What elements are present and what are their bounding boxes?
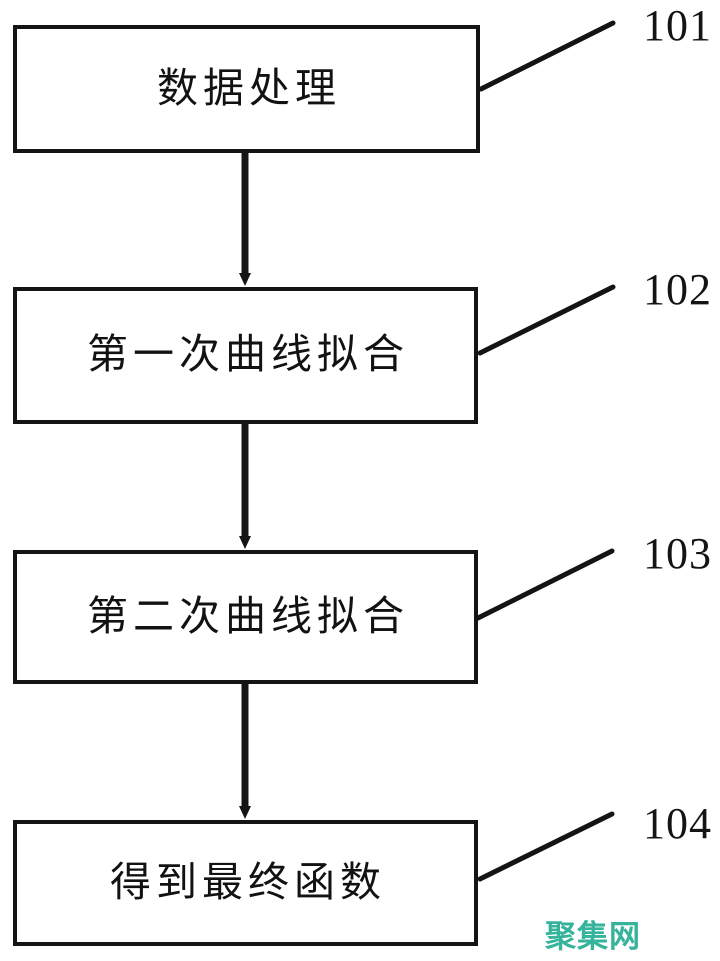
leader-line-103 [475, 548, 615, 621]
reference-numeral-104: 104 [643, 799, 712, 848]
leader-line-102 [477, 284, 616, 356]
reference-numeral-102: 102 [643, 265, 712, 314]
reference-numeral-101: 101 [643, 1, 712, 50]
process-box-101[interactable]: 数据处理 [13, 25, 480, 153]
process-box-104-label: 得到最终函数 [110, 857, 386, 906]
process-box-104[interactable]: 得到最终函数 [13, 820, 478, 946]
process-box-102-label: 第一次曲线拟合 [87, 330, 409, 378]
process-box-102[interactable]: 第一次曲线拟合 [13, 287, 478, 424]
site-watermark: 聚集网 [545, 919, 641, 955]
leader-line-104 [477, 811, 615, 882]
process-box-103-label: 第二次曲线拟合 [87, 591, 409, 640]
leader-line-101 [478, 20, 616, 92]
reference-numeral-103: 103 [643, 529, 712, 578]
process-box-101-label: 数据处理 [157, 63, 341, 112]
leader-line-group [475, 20, 616, 882]
process-box-103[interactable]: 第二次曲线拟合 [13, 550, 478, 684]
